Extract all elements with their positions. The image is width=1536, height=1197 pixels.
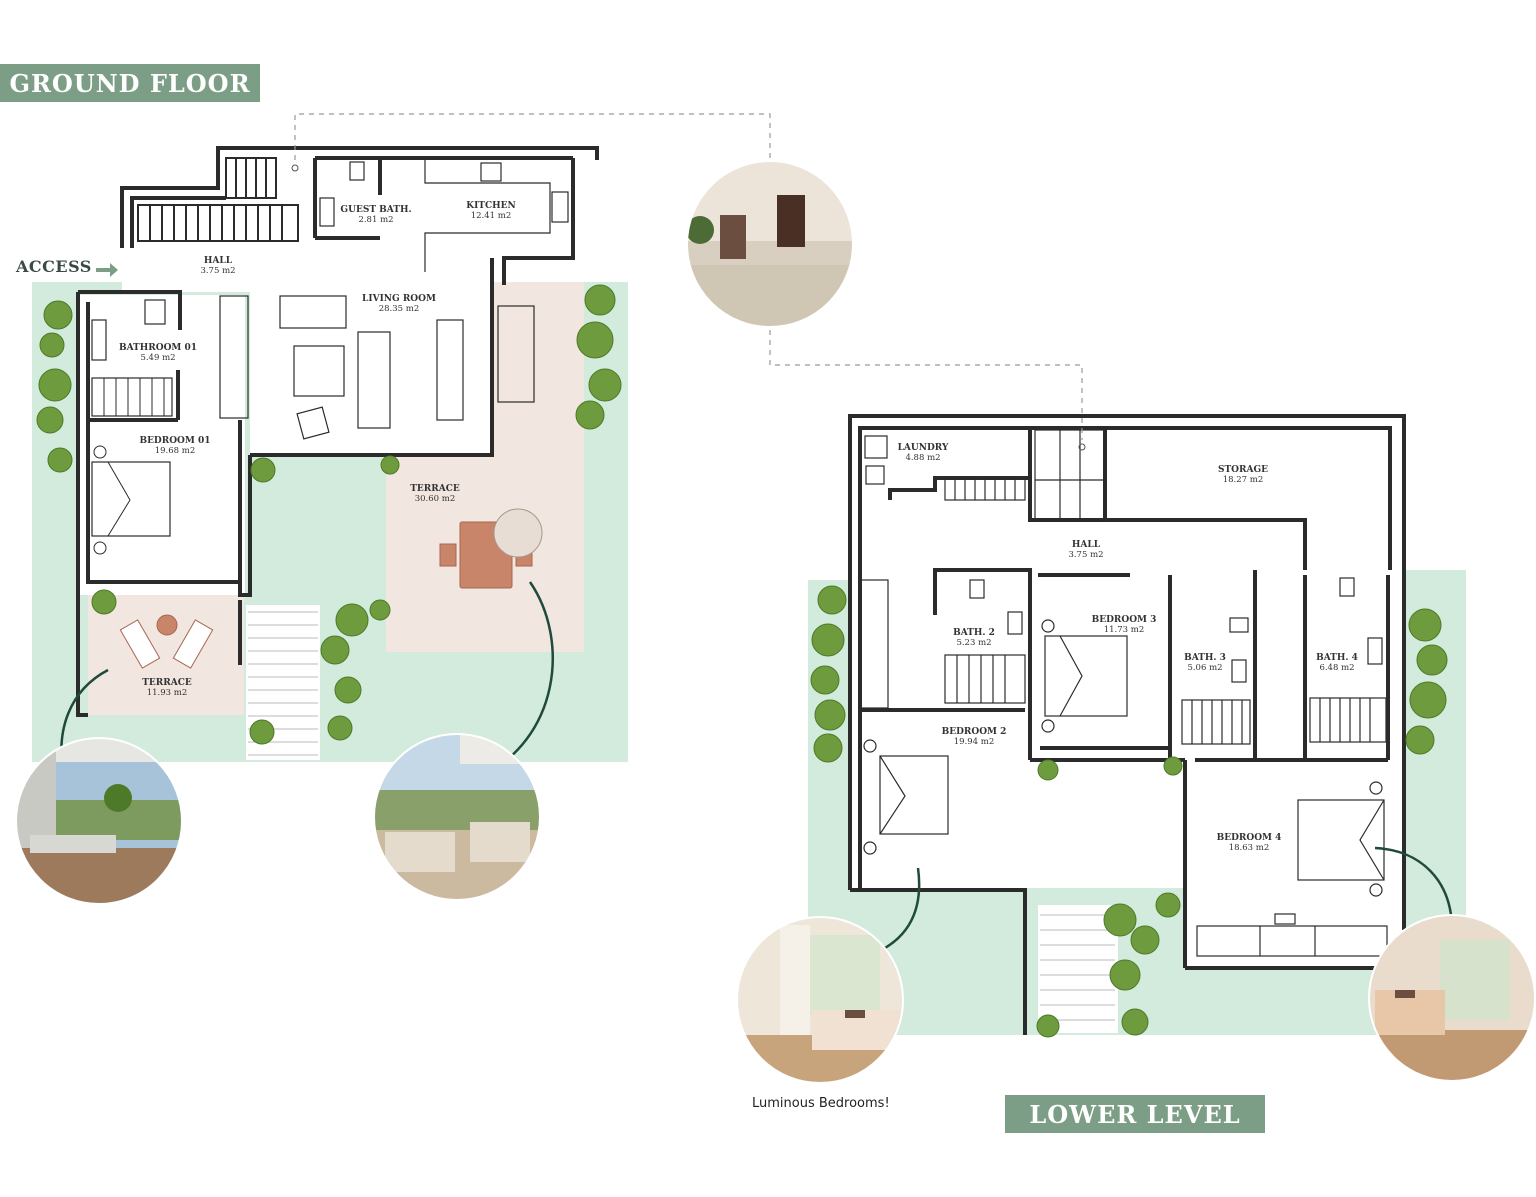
ground-floor-banner: GROUND FLOOR — [0, 64, 260, 102]
caption-luminous-bedrooms: Luminous Bedrooms! — [752, 1096, 890, 1111]
room-guest-bath: GUEST BATH.2.81 m2 — [340, 205, 412, 225]
terrace-furniture — [119, 508, 543, 669]
photo-bedroom-2 — [737, 917, 903, 1083]
ground-walls — [76, 146, 599, 717]
photo-bedroom-4 — [1369, 915, 1535, 1081]
access-label: ACCESS — [16, 257, 92, 276]
lower-trees — [810, 585, 1448, 1038]
lower-level-banner: LOWER LEVEL — [1005, 1095, 1265, 1133]
lower-level-plan — [769, 330, 1466, 1038]
ground-trees — [36, 284, 622, 745]
lower-garden-steps — [1040, 914, 1115, 1021]
terrace-small-area — [88, 592, 244, 715]
ground-floor-plan — [32, 113, 771, 788]
